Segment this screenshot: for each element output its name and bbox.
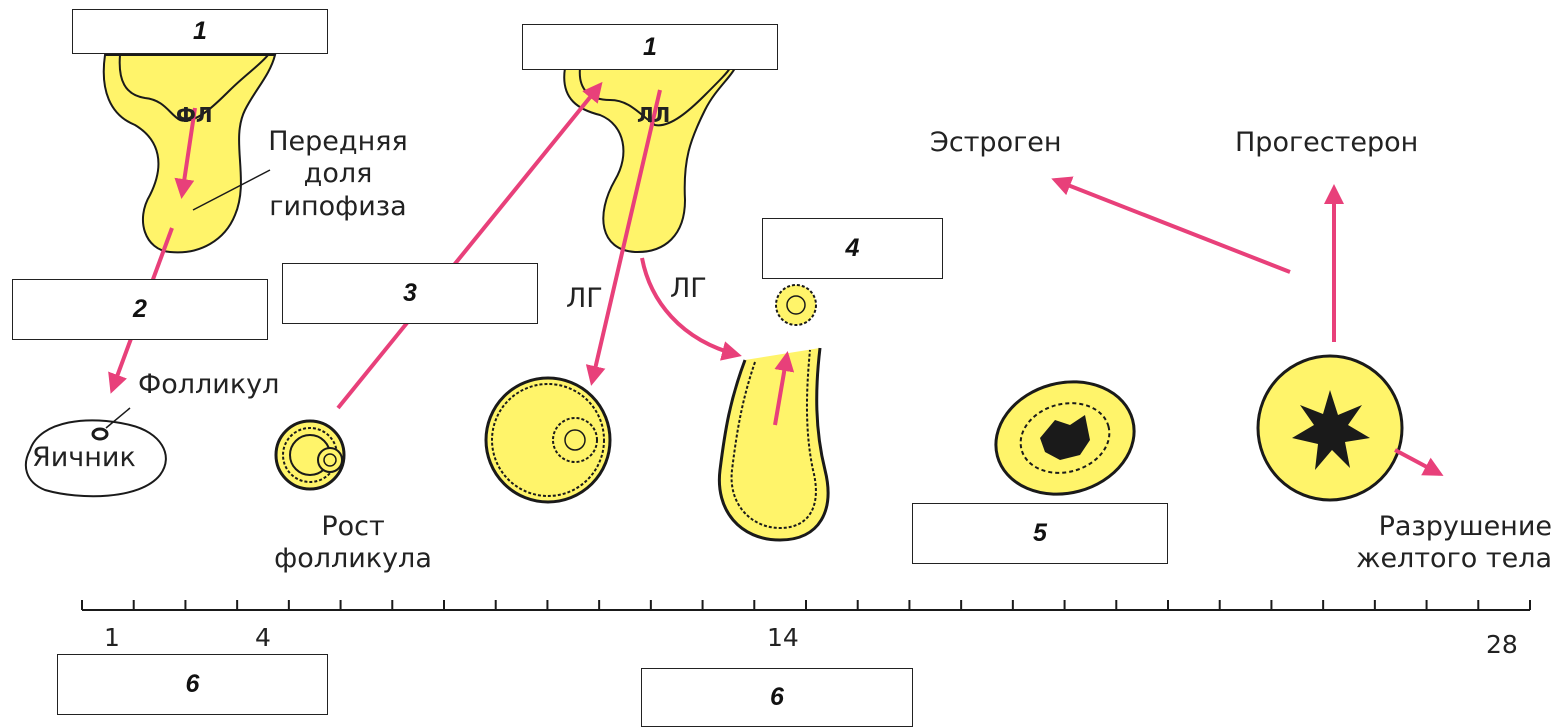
label-follicle-growth: Рост фолликула (268, 511, 438, 576)
label-ovary: Яичник (32, 442, 136, 474)
answer-box-1-left[interactable]: 1 (72, 9, 328, 54)
label-lg-left: ЛГ (566, 283, 603, 315)
answer-box-4[interactable]: 4 (762, 218, 943, 279)
label-corpus-luteum-destruction: Разрушение желтого тела (1310, 511, 1552, 576)
label-follicle-growth-line2: фолликула (268, 543, 438, 575)
corpus-luteum-developing (983, 367, 1147, 509)
follicle-large (486, 378, 610, 502)
answer-box-6-mid[interactable]: 6 (641, 668, 913, 727)
label-anterior-pituitary: Передняя доля гипофиза (248, 126, 428, 223)
label-anterior-pituitary-line1: Передняя (248, 126, 428, 158)
answer-box-5[interactable]: 5 (912, 503, 1168, 564)
answer-box-6-left[interactable]: 6 (57, 654, 328, 715)
label-estrogen: Эстроген (930, 127, 1062, 159)
label-fl: ФЛ (176, 103, 212, 127)
label-destruction-line1: Разрушение (1310, 511, 1552, 543)
label-ll: ЛЛ (637, 103, 670, 127)
answer-box-2[interactable]: 2 (12, 279, 268, 340)
tick-label-14: 14 (767, 623, 799, 652)
corpus-luteum-mature (1258, 356, 1402, 500)
label-follicle-growth-line1: Рост (268, 511, 438, 543)
answer-box-3[interactable]: 3 (282, 263, 538, 324)
tick-label-28: 28 (1486, 630, 1518, 659)
label-progesterone: Прогестерон (1235, 127, 1418, 159)
label-follicle: Фолликул (138, 369, 279, 401)
timeline-ticks (82, 600, 1530, 610)
tick-label-4: 4 (255, 623, 271, 652)
label-destruction-line2: желтого тела (1310, 543, 1552, 575)
tick-label-1: 1 (104, 623, 120, 652)
follicle-growth (276, 421, 344, 489)
follicle-ovulating (719, 285, 828, 540)
label-anterior-pituitary-line2: доля (248, 158, 428, 190)
label-lg-right: ЛГ (670, 273, 707, 305)
label-anterior-pituitary-line3: гипофиза (248, 191, 428, 223)
answer-box-1-mid[interactable]: 1 (522, 24, 778, 70)
